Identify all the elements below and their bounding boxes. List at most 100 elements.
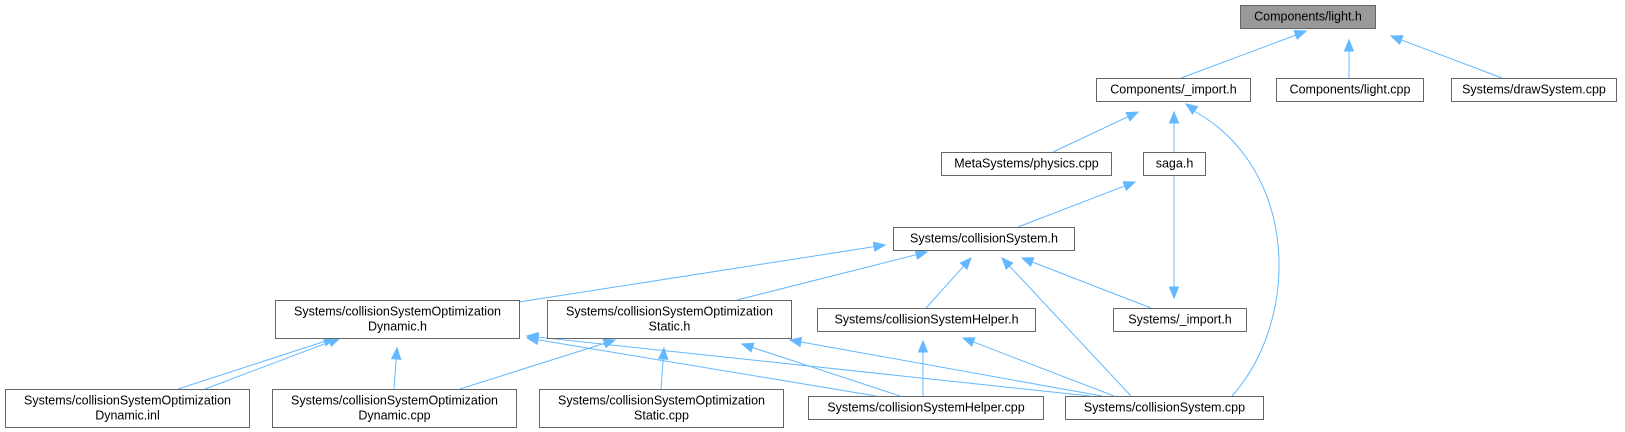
node-box[interactable]	[817, 308, 1036, 332]
arrowhead	[1293, 30, 1308, 40]
edge-helper_cpp-to-opt_static_h	[740, 342, 901, 397]
node-physics-cpp[interactable]: MetaSystems/physics.cpp	[941, 152, 1112, 176]
edge-opt_dyn_inl-to-opt_dyn_h	[177, 336, 337, 390]
edge-line	[1180, 34, 1297, 79]
arrowhead	[1020, 257, 1035, 268]
node-box[interactable]	[272, 389, 517, 428]
edge-opt_dyn_cpp-to-opt_dyn_h	[390, 346, 402, 390]
arrowhead	[1122, 181, 1137, 192]
edge-line	[1052, 115, 1130, 153]
node-drawsystem-cpp[interactable]: Systems/drawSystem.cpp	[1451, 78, 1617, 102]
node-box[interactable]	[1451, 78, 1617, 102]
arrowhead	[1343, 38, 1355, 52]
node-box[interactable]	[941, 152, 1112, 176]
node-box[interactable]	[1240, 5, 1376, 29]
edge-collision_cpp-to-comp_import_h	[1184, 103, 1280, 397]
edge-line	[536, 339, 877, 397]
arrowhead	[1184, 103, 1199, 115]
edge-physics_cpp-to-comp_import_h	[1052, 111, 1140, 153]
edge-line	[799, 341, 1103, 397]
arrowhead	[914, 249, 929, 260]
arrowhead	[525, 332, 539, 343]
arrowhead	[1001, 257, 1014, 270]
node-box[interactable]	[1113, 308, 1247, 332]
edge-collision_cpp-to-opt_dyn_h	[525, 332, 1091, 397]
node-opt-dyn-h[interactable]: Systems/collisionSystemOptimizationDynam…	[275, 300, 520, 339]
edge-opt_static_h-to-collision_h	[736, 249, 929, 301]
graph-edges	[177, 30, 1503, 397]
edge-sys_import_h-to-collision_h	[1020, 257, 1152, 309]
arrowhead	[961, 337, 976, 348]
edge-line	[1193, 110, 1280, 397]
node-helper-cpp[interactable]: Systems/collisionSystemHelper.cpp	[808, 396, 1044, 420]
arrowhead	[1168, 286, 1180, 300]
edge-line	[204, 341, 331, 390]
node-opt-dyn-cpp[interactable]: Systems/collisionSystemOptimizationDynam…	[272, 389, 517, 428]
edge-line	[459, 342, 606, 390]
edge-line	[736, 253, 918, 301]
edge-opt_dyn_h-to-opt_dyn_inl	[204, 337, 342, 390]
edge-line	[972, 341, 1115, 397]
node-box[interactable]	[893, 227, 1075, 251]
edge-light_cpp-to-light_h	[1343, 38, 1355, 78]
edge-line	[536, 336, 1091, 397]
node-sys-import-h[interactable]: Systems/_import.h	[1113, 308, 1247, 332]
node-box[interactable]	[5, 389, 250, 428]
edge-line	[660, 357, 664, 390]
node-opt-static-h[interactable]: Systems/collisionSystemOptimizationStati…	[547, 300, 792, 339]
edge-line	[1017, 185, 1126, 228]
node-box[interactable]	[1276, 78, 1424, 102]
arrowhead	[788, 336, 803, 348]
arrowhead	[657, 346, 669, 360]
node-box[interactable]	[1096, 78, 1251, 102]
edge-line	[393, 357, 397, 390]
arrowhead	[959, 257, 972, 271]
edge-saga_h-to-comp_import_h	[1168, 110, 1180, 152]
node-box[interactable]	[547, 300, 792, 339]
edge-line	[518, 246, 876, 303]
edge-line	[751, 346, 901, 397]
edge-line	[177, 340, 326, 390]
edge-comp_import_h-to-light_h	[1180, 30, 1308, 79]
edge-collision_cpp-to-opt_static_h	[788, 336, 1103, 397]
edge-collision_h-to-saga_h	[1017, 181, 1137, 228]
node-helper-h[interactable]: Systems/collisionSystemHelper.h	[817, 308, 1036, 332]
edge-opt_dyn_cpp-to-opt_static_h	[459, 338, 617, 390]
arrowhead	[390, 346, 402, 360]
edge-line	[1400, 39, 1503, 79]
node-opt-static-cpp[interactable]: Systems/collisionSystemOptimizationStati…	[539, 389, 784, 428]
node-collision-h[interactable]: Systems/collisionSystem.h	[893, 227, 1075, 251]
node-collision-cpp[interactable]: Systems/collisionSystem.cpp	[1065, 396, 1264, 420]
arrowhead	[872, 241, 887, 252]
arrowhead	[602, 338, 617, 349]
edge-line	[925, 265, 965, 309]
edge-sys_import_h-to-saga_h	[1168, 175, 1180, 300]
arrowhead	[1125, 111, 1140, 122]
node-box[interactable]	[275, 300, 520, 339]
node-box[interactable]	[539, 389, 784, 428]
edge-drawsystem_cpp-to-light_h	[1389, 35, 1503, 79]
node-comp-import-h[interactable]: Components/_import.h	[1096, 78, 1251, 102]
edge-helper_cpp-to-opt_dyn_h	[525, 334, 877, 397]
node-box[interactable]	[808, 396, 1044, 420]
node-box[interactable]	[1065, 396, 1264, 420]
node-opt-dyn-inl[interactable]: Systems/collisionSystemOptimizationDynam…	[5, 389, 250, 428]
edge-helper_h-to-collision_h	[925, 257, 972, 309]
node-light-cpp[interactable]: Components/light.cpp	[1276, 78, 1424, 102]
arrowhead	[917, 339, 929, 353]
edge-helper_cpp-to-helper_h	[917, 339, 929, 396]
edge-opt_static_cpp-to-opt_static_h	[657, 346, 669, 390]
edge-line	[1031, 261, 1152, 309]
arrowhead	[1389, 35, 1404, 45]
arrowhead	[740, 342, 755, 353]
node-saga-h[interactable]: saga.h	[1143, 152, 1206, 176]
edge-opt_dyn_h-to-collision_h	[518, 241, 887, 303]
edge-collision_cpp-to-collision_h	[1001, 257, 1132, 397]
node-light-h[interactable]: Components/light.h	[1240, 5, 1376, 29]
edge-collision_cpp-to-helper_h	[961, 337, 1115, 397]
arrowhead	[1168, 110, 1180, 124]
edge-line	[1008, 264, 1132, 397]
node-box[interactable]	[1143, 152, 1206, 176]
